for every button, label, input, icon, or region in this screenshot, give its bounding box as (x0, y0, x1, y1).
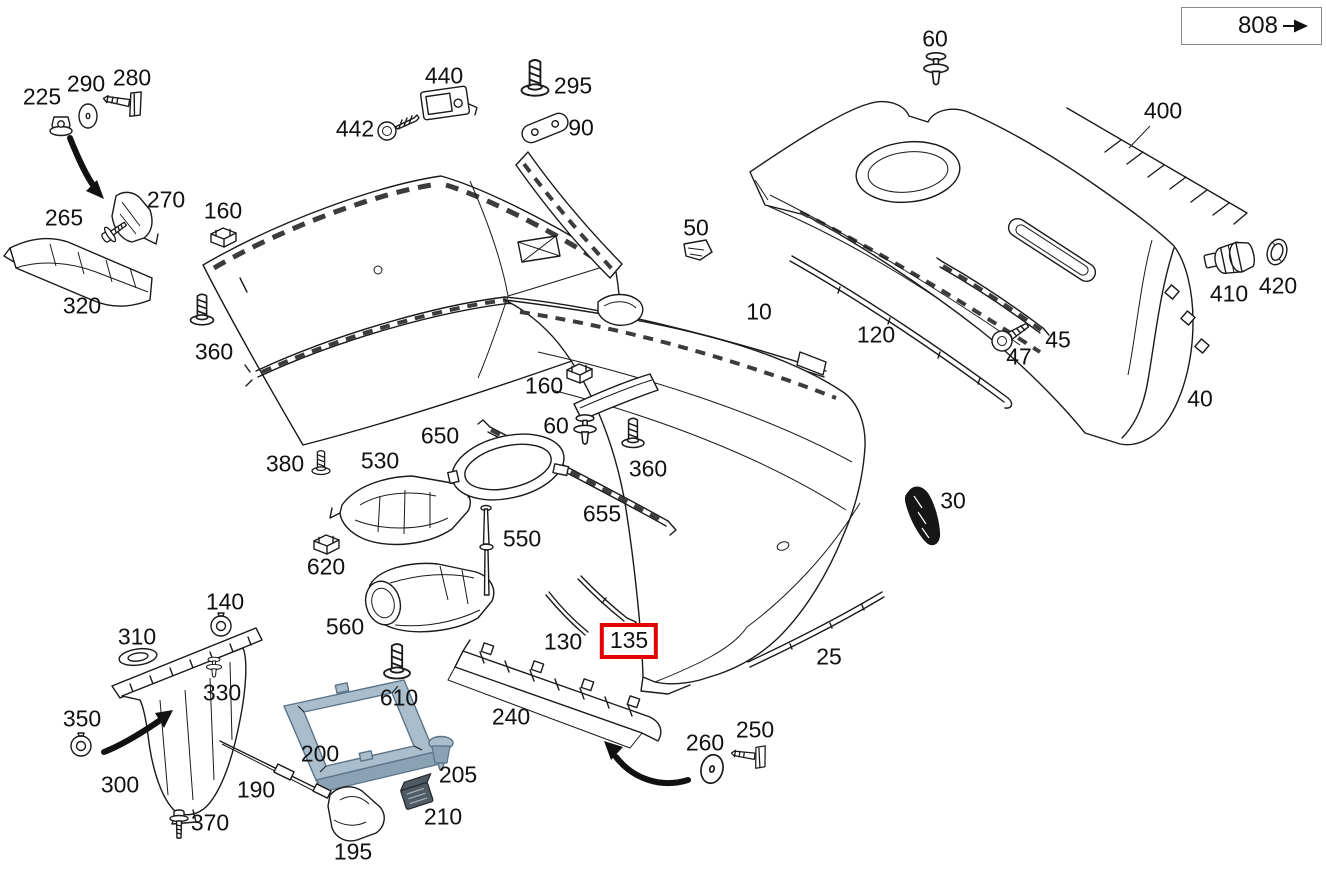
part-air-duct-530 (329, 475, 479, 546)
part-callout-40[interactable]: 40 (1187, 385, 1213, 412)
ring-420-icon (1266, 238, 1288, 266)
part-callout-160-left[interactable]: 160 (203, 197, 243, 224)
camera-440-icon (419, 85, 478, 121)
part-exhaust-trim-560 (364, 562, 495, 633)
part-callout-260[interactable]: 260 (685, 729, 725, 756)
sensor-410-icon (1203, 241, 1255, 275)
part-clip-205 (428, 735, 454, 771)
part-callout-280[interactable]: 280 (112, 64, 152, 91)
part-callout-550[interactable]: 550 (502, 525, 542, 552)
part-callout-90[interactable]: 90 (568, 114, 594, 141)
part-callout-195[interactable]: 195 (333, 838, 373, 865)
part-callout-210[interactable]: 210 (423, 803, 463, 830)
part-callout-350[interactable]: 350 (62, 705, 102, 732)
part-callout-240[interactable]: 240 (491, 703, 531, 730)
part-callout-205[interactable]: 205 (438, 761, 478, 788)
bracket-50-icon (683, 239, 713, 261)
part-callout-380[interactable]: 380 (265, 450, 305, 477)
part-callout-330[interactable]: 330 (202, 679, 242, 706)
arrow-right-icon (1283, 19, 1308, 33)
part-callout-442[interactable]: 442 (335, 115, 375, 142)
screw-47-icon (991, 322, 1030, 352)
part-callout-560[interactable]: 560 (325, 613, 365, 640)
part-callout-135[interactable]: 135 (599, 623, 659, 659)
part-strip-25 (747, 591, 885, 668)
part-callout-140[interactable]: 140 (205, 588, 245, 615)
part-callout-265[interactable]: 265 (44, 204, 84, 231)
part-callout-60-mid[interactable]: 60 (543, 412, 569, 439)
leader-line-400 (1128, 125, 1151, 149)
part-callout-370[interactable]: 370 (190, 809, 230, 836)
part-callout-420[interactable]: 420 (1258, 272, 1298, 299)
part-module-210 (399, 773, 434, 810)
part-callout-200[interactable]: 200 (300, 740, 340, 767)
part-callout-60-top[interactable]: 60 (922, 25, 948, 52)
part-arc-moulding-135 (577, 575, 637, 629)
part-callout-50[interactable]: 50 (683, 214, 709, 241)
part-callout-295[interactable]: 295 (553, 72, 593, 99)
part-callout-10[interactable]: 10 (746, 298, 772, 325)
part-bracket-300 (111, 627, 263, 825)
nut-225-icon (49, 116, 73, 137)
next-page-button[interactable]: 808 (1181, 7, 1322, 45)
part-callout-610[interactable]: 610 (379, 684, 419, 711)
screw-442-icon (377, 114, 420, 141)
part-callout-320[interactable]: 320 (62, 292, 102, 319)
part-callout-190[interactable]: 190 (236, 776, 276, 803)
part-rail-45 (936, 257, 1050, 336)
plate-90-icon (521, 112, 569, 144)
part-callout-530[interactable]: 530 (360, 447, 400, 474)
assembly-arrow-top-left (67, 135, 104, 199)
part-callout-310[interactable]: 310 (117, 623, 157, 650)
part-callout-30[interactable]: 30 (940, 487, 966, 514)
part-reflector-30 (904, 486, 941, 546)
part-callout-300[interactable]: 300 (100, 771, 140, 798)
part-callout-400[interactable]: 400 (1143, 97, 1183, 124)
part-callout-45[interactable]: 45 (1045, 326, 1071, 353)
part-callout-440[interactable]: 440 (424, 62, 464, 89)
part-callout-130[interactable]: 130 (543, 628, 583, 655)
part-lower-diffuser (749, 100, 1210, 446)
part-side-stiffener (515, 151, 623, 279)
part-frame-200 (283, 679, 441, 793)
part-callout-225[interactable]: 225 (22, 83, 62, 110)
part-trim-rail-120 (789, 255, 1013, 409)
part-callout-290[interactable]: 290 (66, 70, 106, 97)
part-gasket-650 (447, 433, 570, 501)
part-callout-270[interactable]: 270 (146, 186, 186, 213)
part-callout-620[interactable]: 620 (306, 553, 346, 580)
part-seal-strip-400 (1066, 107, 1248, 225)
part-bracket-320 (3, 237, 153, 307)
part-callout-655[interactable]: 655 (582, 500, 622, 527)
part-callout-47[interactable]: 47 (1006, 343, 1032, 370)
rivet-550-icon (479, 504, 494, 596)
part-sensor-195 (327, 786, 385, 842)
part-callout-360-left[interactable]: 360 (194, 338, 234, 365)
part-antenna-190 (219, 740, 332, 799)
part-callout-650[interactable]: 650 (420, 422, 460, 449)
next-page-label: 808 (1237, 12, 1278, 39)
part-callout-410[interactable]: 410 (1209, 280, 1249, 307)
part-arc-moulding-130 (545, 591, 589, 636)
part-filler-strip (573, 373, 659, 421)
part-callout-25[interactable]: 25 (816, 643, 842, 670)
part-callout-160-mid[interactable]: 160 (524, 372, 564, 399)
part-callout-250[interactable]: 250 (735, 716, 775, 743)
part-callout-360-mid[interactable]: 360 (628, 455, 668, 482)
part-mounting-bracket-240 (447, 639, 662, 749)
assembly-arrow-bottom-right (604, 741, 691, 786)
assembly-arrow-bottom-left (101, 710, 173, 755)
part-callout-120[interactable]: 120 (856, 321, 896, 348)
